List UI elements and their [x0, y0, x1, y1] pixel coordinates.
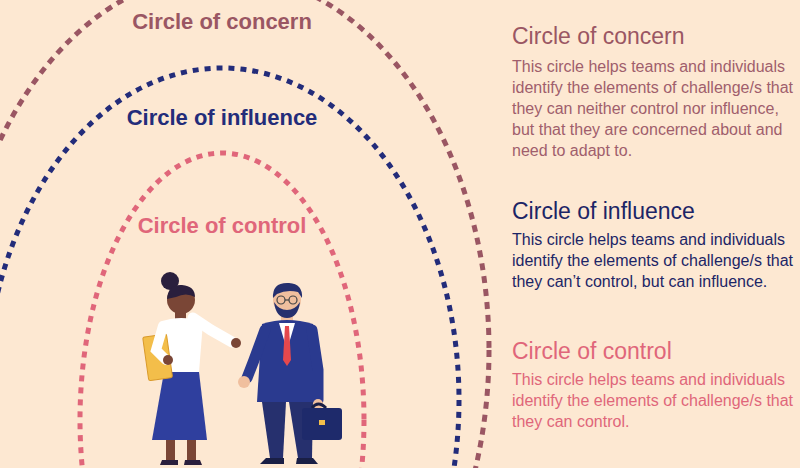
woman-figure [143, 272, 241, 465]
legend-description: This circle helps teams and individuals … [512, 56, 794, 161]
circle-label: Circle of control [138, 213, 307, 239]
legend-heading: Circle of influence [512, 197, 695, 225]
man-figure [238, 283, 342, 464]
concern-circle: Circle of controlCircle of influenceCirc… [0, 0, 492, 468]
circle-label: Circle of concern [132, 9, 312, 35]
influence-circle: Circle of control Circle of influence [0, 65, 462, 468]
circle-label: Circle of influence [127, 105, 318, 131]
legend-description: This circle helps teams and individuals … [512, 229, 794, 292]
control-circle-dashes [80, 153, 364, 468]
legend-description: This circle helps teams and individuals … [512, 369, 794, 432]
legend-heading: Circle of concern [512, 22, 685, 50]
influence-circle-dashes [0, 68, 459, 468]
legend-heading: Circle of control [512, 337, 672, 365]
